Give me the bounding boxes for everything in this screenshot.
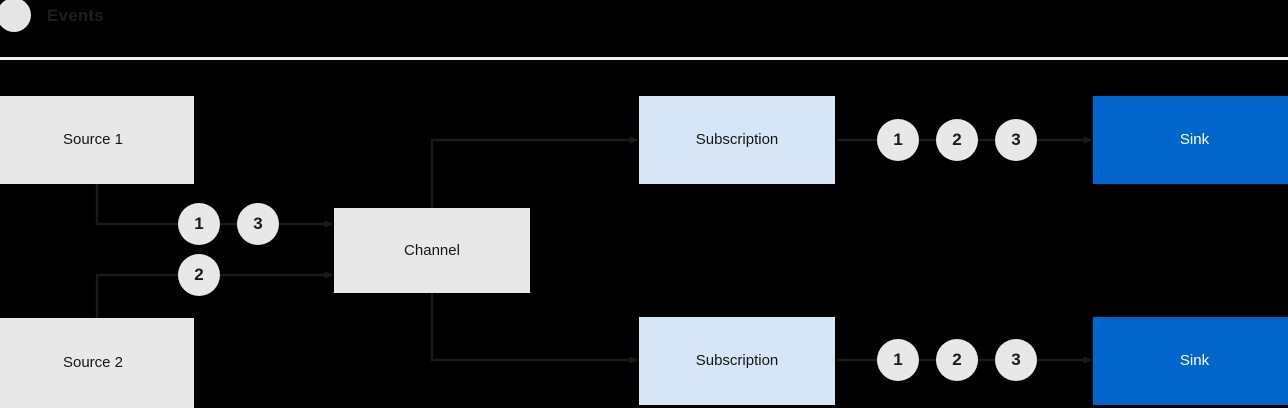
node-subscription-2[interactable]: Subscription xyxy=(639,317,835,405)
node-channel[interactable]: Channel xyxy=(334,208,530,293)
event-token: 3 xyxy=(995,119,1037,161)
event-token: 2 xyxy=(936,339,978,381)
event-dot-icon xyxy=(0,0,31,32)
event-token: 1 xyxy=(178,203,220,245)
node-sink-2[interactable]: Sink xyxy=(1093,317,1288,405)
node-subscription-1[interactable]: Subscription xyxy=(639,96,835,184)
node-source-2[interactable]: Source 2 xyxy=(0,318,194,408)
event-token: 3 xyxy=(237,203,279,245)
event-token: 3 xyxy=(995,339,1037,381)
event-token: 2 xyxy=(936,119,978,161)
page-title: Events xyxy=(47,6,104,25)
header-divider xyxy=(0,57,1288,60)
node-sink-1[interactable]: Sink xyxy=(1093,96,1288,184)
event-token: 2 xyxy=(178,254,220,296)
edge-channel-subscription-1 xyxy=(430,136,639,208)
edge-channel-subscription-2 xyxy=(430,293,639,364)
node-source-1[interactable]: Source 1 xyxy=(0,96,194,184)
event-token: 1 xyxy=(877,339,919,381)
event-token: 1 xyxy=(877,119,919,161)
